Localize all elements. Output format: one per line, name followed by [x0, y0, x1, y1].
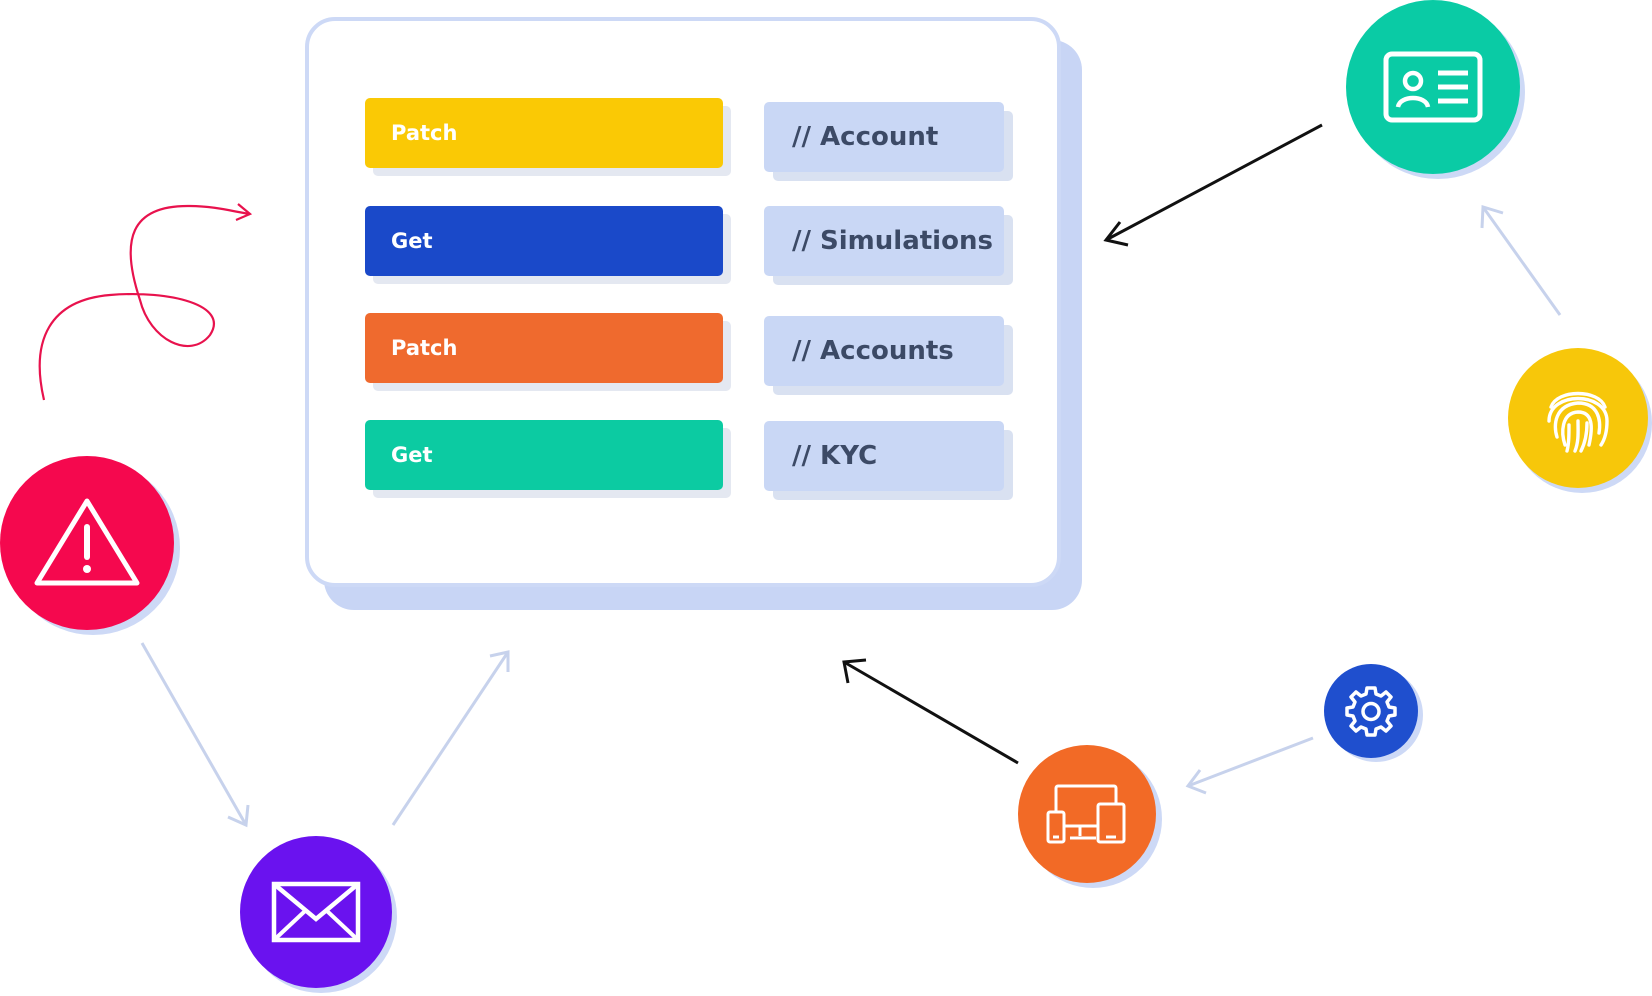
- endpoint-label: // Accounts: [792, 336, 954, 366]
- endpoint-label: // Simulations: [792, 226, 993, 256]
- warning-icon: [34, 498, 140, 586]
- arrow-fingerprint-to-idcard: [1481, 206, 1562, 316]
- method-label: Get: [391, 229, 433, 253]
- devices-icon: [1046, 784, 1126, 844]
- id-card-circle: [1346, 0, 1520, 174]
- method-label: Patch: [391, 121, 458, 145]
- method-badge-patch: Patch: [365, 313, 723, 383]
- method-label: Get: [391, 443, 433, 467]
- fingerprint-icon: [1547, 391, 1609, 453]
- warning-circle: [0, 456, 174, 630]
- squiggle-arrow: [38, 204, 251, 401]
- mail-circle: [240, 836, 392, 988]
- endpoint-accounts: // Accounts: [764, 316, 1004, 386]
- endpoint-label: // KYC: [792, 441, 878, 471]
- endpoint-label: // Account: [792, 122, 939, 152]
- arrow-idcard-to-panel: [1105, 123, 1323, 242]
- endpoint-kyc: // KYC: [764, 421, 1004, 491]
- gear-icon: [1345, 686, 1397, 737]
- arrow-devices-to-panel: [843, 660, 1019, 765]
- id-card-icon: [1383, 51, 1483, 123]
- endpoint-account: // Account: [764, 102, 1004, 172]
- method-badge-get: Get: [365, 420, 723, 490]
- method-badge-get: Get: [365, 206, 723, 276]
- arrow-warning-to-mail: [140, 642, 248, 826]
- arrow-gear-to-devices: [1187, 736, 1314, 788]
- arrow-mail-to-panel: [391, 651, 510, 826]
- method-label: Patch: [391, 336, 458, 360]
- endpoint-simulations: // Simulations: [764, 206, 1004, 276]
- mail-icon: [271, 881, 361, 943]
- method-badge-patch: Patch: [365, 98, 723, 168]
- gear-circle: [1324, 664, 1418, 758]
- fingerprint-circle: [1508, 348, 1648, 488]
- devices-circle: [1018, 745, 1156, 883]
